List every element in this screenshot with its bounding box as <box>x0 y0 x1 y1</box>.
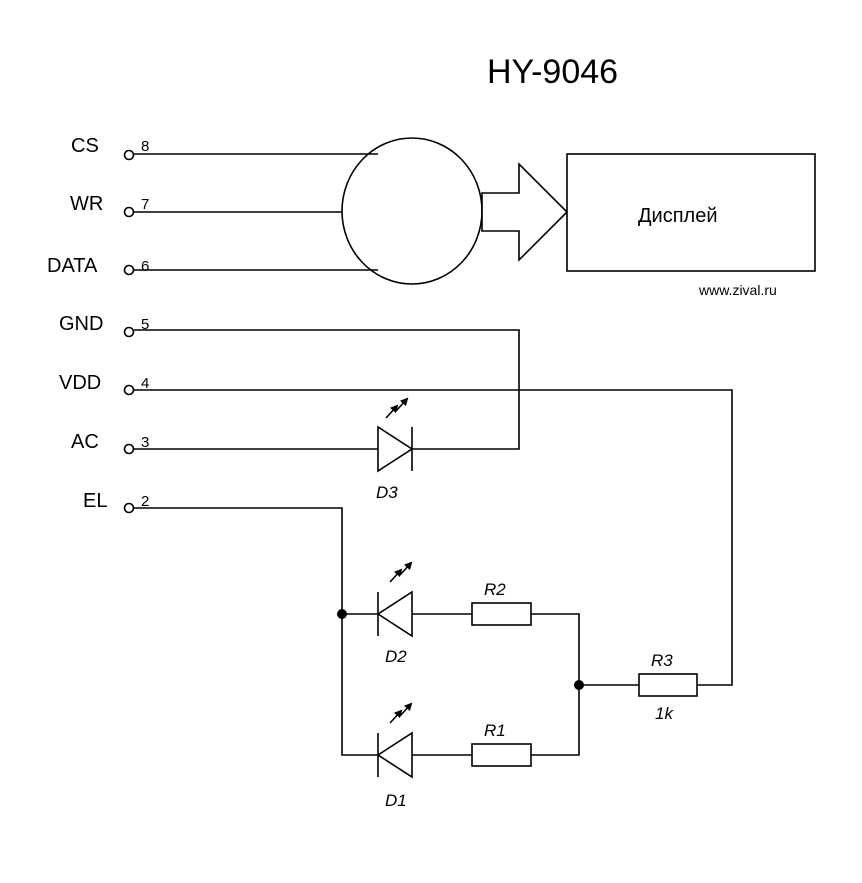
pin-terminal <box>123 443 135 455</box>
pin-data: DATA 6 <box>47 255 149 277</box>
light-arrow-icon <box>389 568 403 583</box>
pin-label: AC <box>71 431 99 453</box>
light-arrow-icon <box>385 404 399 419</box>
pin-cs: CS 8 <box>71 135 149 161</box>
resistor-r2 <box>471 602 532 626</box>
pin-terminal <box>123 384 135 396</box>
pin-label: VDD <box>59 372 101 394</box>
website-url: www.zival.ru <box>698 282 777 298</box>
pin-label: EL <box>83 490 107 512</box>
pin-gnd: GND 5 <box>59 313 149 338</box>
label-d2: D2 <box>385 647 407 666</box>
diode-d1 <box>376 702 413 779</box>
pin-number: 2 <box>141 493 149 510</box>
label-r2: R2 <box>484 580 506 599</box>
pin-terminal <box>123 502 135 514</box>
pin-label: CS <box>71 135 99 157</box>
wire-r1-node <box>531 685 580 756</box>
pin-number: 6 <box>141 258 149 275</box>
diode-symbol <box>376 590 413 638</box>
light-arrow-icon <box>399 561 413 576</box>
pin-number: 5 <box>141 316 149 333</box>
label-r1: R1 <box>484 721 506 740</box>
diode-symbol <box>376 731 413 779</box>
wire-el <box>134 507 378 756</box>
label-d1: D1 <box>385 791 407 810</box>
diode-d3 <box>377 397 414 473</box>
light-arrow-icon <box>395 397 409 412</box>
pin-number: 8 <box>141 138 149 155</box>
resistor-r3 <box>638 673 698 697</box>
diagram-title: HY-9046 <box>487 53 618 91</box>
data-bus-arrow <box>481 162 569 262</box>
diode-symbol <box>377 425 414 473</box>
label-r3-value: 1k <box>655 704 674 723</box>
pin-el: EL 2 <box>83 490 149 514</box>
wire-r2-node <box>531 613 580 685</box>
pin-number: 7 <box>141 196 149 213</box>
pin-label: DATA <box>47 255 98 277</box>
pin-terminal <box>123 326 135 338</box>
pin-label: GND <box>59 313 103 335</box>
light-arrow-icon <box>399 702 413 717</box>
pin-number: 3 <box>141 434 149 451</box>
pin-terminal <box>123 264 135 276</box>
pin-vdd: VDD 4 <box>59 372 149 396</box>
controller-chip <box>341 137 483 285</box>
wire-vdd <box>134 389 733 686</box>
pin-terminal <box>123 206 135 218</box>
diode-d2 <box>376 561 413 638</box>
pin-label: WR <box>70 193 103 215</box>
light-arrow-icon <box>389 709 403 724</box>
pin-wr: WR 7 <box>70 193 149 218</box>
pin-number: 4 <box>141 375 149 392</box>
display-label: Дисплей <box>638 205 718 227</box>
resistor-r1 <box>471 743 532 767</box>
label-d3: D3 <box>376 483 398 502</box>
label-r3: R3 <box>651 651 673 670</box>
display-box <box>566 153 816 272</box>
junction-dot <box>574 680 584 690</box>
pin-terminal <box>123 149 135 161</box>
junction-dot <box>337 609 347 619</box>
pin-ac: AC 3 <box>71 431 149 455</box>
